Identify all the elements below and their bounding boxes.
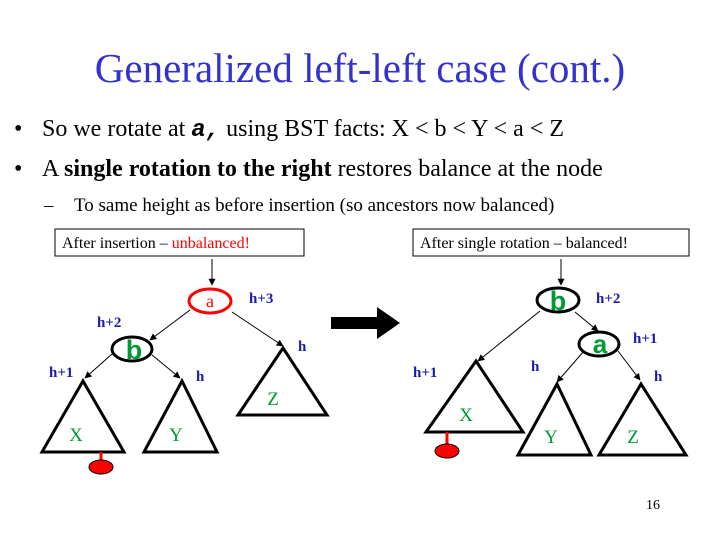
edge-b-x-right xyxy=(477,310,541,362)
node-a-label: a xyxy=(206,291,214,311)
bullet-rotate-suffix: using BST facts: X < b < Y < a < Z xyxy=(220,116,565,142)
edge-a-y-right xyxy=(556,350,585,383)
sub-bullet: –To same height as before insertion (so … xyxy=(44,195,554,217)
sub-bullet-dash: – xyxy=(44,195,54,216)
subtree-y-right xyxy=(515,380,594,457)
bullet-dot: • xyxy=(14,116,23,142)
height-z: h xyxy=(298,339,307,355)
edge-a-z-right xyxy=(617,350,641,381)
bullet-rotate-prefix: So we rotate at xyxy=(42,116,192,142)
slide-title: Generalized left-left case (cont.) xyxy=(94,45,626,91)
node-b-right-label: b xyxy=(550,286,567,316)
subtree-y xyxy=(141,377,220,454)
bullet-rotate: • So we rotate at a, using BST facts: X <… xyxy=(14,116,564,144)
node-a-right xyxy=(577,330,621,358)
inserted-node-right xyxy=(434,443,460,459)
right-panel: After single rotation – balanced! b h+2 … xyxy=(412,228,690,459)
node-a xyxy=(187,287,233,315)
edge-b-x xyxy=(84,353,113,379)
edge-b-a-right xyxy=(574,311,599,332)
node-b xyxy=(110,335,154,363)
subtree-y-right-label: Y xyxy=(544,427,558,448)
subtree-y-label: Y xyxy=(169,425,183,446)
bullet-single-suffix: restores balance at the node xyxy=(331,156,603,182)
subtree-z-right-label: Z xyxy=(627,427,639,448)
height-a-right: h+1 xyxy=(633,331,657,347)
subtree-x-right-label: X xyxy=(459,405,473,426)
left-caption-highlight: unbalanced! xyxy=(172,235,250,252)
bullet-single-bold: single rotation to the right xyxy=(64,156,332,182)
edge-b-y xyxy=(151,354,181,379)
right-caption: After single rotation – balanced! xyxy=(420,235,628,252)
edge-a-z xyxy=(231,311,284,347)
left-caption-box xyxy=(54,228,305,257)
subtree-z-label: Z xyxy=(267,389,279,410)
height-x-right: h+1 xyxy=(413,365,437,381)
subtree-z xyxy=(235,345,330,417)
height-x: h+1 xyxy=(49,365,73,381)
node-b-label: b xyxy=(126,335,143,365)
left-panel: After insertion – unbalanced! a h+3 b h+… xyxy=(39,228,330,475)
left-caption-prefix: After insertion – xyxy=(62,235,172,252)
left-caption: After insertion – unbalanced! xyxy=(62,235,250,252)
height-b: h+2 xyxy=(97,315,121,331)
subtree-x-right xyxy=(423,358,526,434)
height-y: h xyxy=(196,369,205,385)
node-b-right xyxy=(535,286,581,314)
subtree-x-label: X xyxy=(69,425,83,446)
height-a: h+3 xyxy=(249,291,273,307)
subtree-z-right xyxy=(596,381,689,457)
inserted-node xyxy=(88,459,114,475)
edge-a-b xyxy=(149,309,191,341)
node-a-right-label: a xyxy=(593,329,608,359)
height-z-right: h xyxy=(654,369,663,385)
rotation-arrow xyxy=(331,307,400,339)
page-number: 16 xyxy=(646,498,660,513)
sub-bullet-text: To same height as before insertion (so a… xyxy=(74,195,555,216)
height-b-right: h+2 xyxy=(596,291,620,307)
bullet-dot: • xyxy=(14,156,23,182)
height-y-right: h xyxy=(531,359,540,375)
bullet-single-rotation: • A single rotation to the right restores… xyxy=(14,156,603,183)
bullet-single-prefix: A xyxy=(42,156,65,182)
subtree-x xyxy=(39,378,127,454)
right-caption-box xyxy=(412,228,690,257)
bullet-rotate-code: a, xyxy=(191,117,221,144)
